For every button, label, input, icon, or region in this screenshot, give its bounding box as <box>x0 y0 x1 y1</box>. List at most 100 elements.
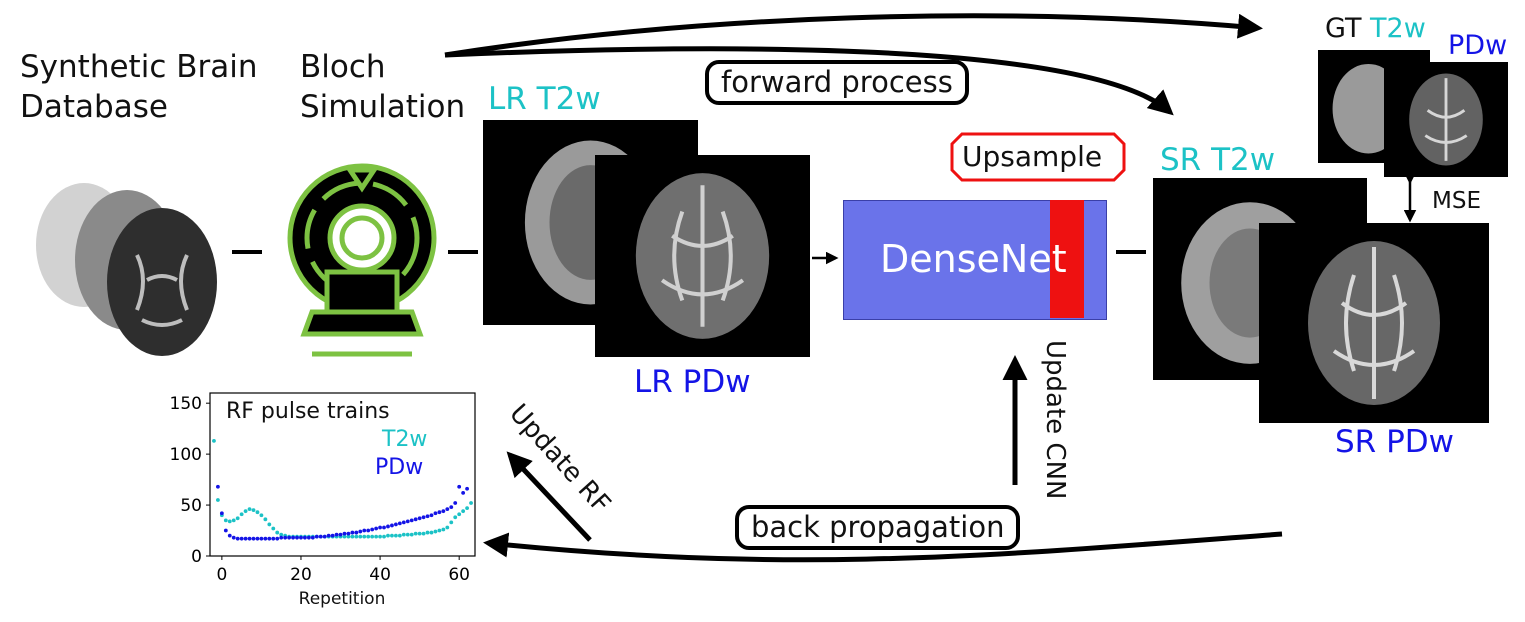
data-point-t2w <box>449 520 454 525</box>
data-point-pdw <box>326 533 331 538</box>
lr-pdw-image <box>595 155 810 357</box>
data-point-pdw <box>417 516 422 521</box>
data-point-t2w <box>251 508 256 513</box>
chart-frame <box>209 392 476 557</box>
data-point-pdw <box>267 536 272 541</box>
data-point-pdw <box>239 536 244 541</box>
data-point-pdw <box>433 511 438 516</box>
data-point-pdw <box>386 524 390 529</box>
data-point-t2w <box>429 530 434 535</box>
data-point-pdw <box>354 530 359 535</box>
upsample-octagon <box>950 132 1126 182</box>
data-point-pdw <box>425 514 430 519</box>
data-point-pdw <box>378 525 382 530</box>
database-label-line2: Database <box>20 89 168 125</box>
data-point-pdw <box>243 536 248 541</box>
data-point-t2w <box>437 528 442 533</box>
data-point-t2w <box>354 534 359 539</box>
data-point-t2w <box>441 527 446 532</box>
x-axis-label: Repetition <box>299 589 386 609</box>
forward-arrow-to-gt <box>444 13 1263 58</box>
data-point-pdw <box>461 490 466 495</box>
data-point-pdw <box>271 536 276 541</box>
backprop-arrow <box>483 531 1283 563</box>
data-point-pdw <box>366 528 371 533</box>
data-point-t2w <box>362 534 367 539</box>
upsample-label: Upsample <box>962 140 1103 173</box>
x-tick-label: 20 <box>290 565 312 585</box>
data-point-pdw <box>405 519 410 524</box>
data-point-pdw <box>299 535 303 540</box>
brain-stack-image <box>36 183 217 356</box>
data-point-pdw <box>350 530 355 535</box>
data-point-t2w <box>212 438 216 443</box>
data-point-t2w <box>397 533 402 538</box>
data-point-pdw <box>441 509 446 514</box>
data-point-t2w <box>457 512 462 517</box>
data-point-t2w <box>401 532 406 537</box>
data-point-t2w <box>405 532 410 537</box>
data-point-t2w <box>469 501 473 505</box>
data-point-pdw <box>287 535 292 540</box>
sr-pdw-image <box>1259 223 1489 423</box>
legend-pdw: PDw <box>375 455 423 480</box>
gt-pdw-label: PDw <box>1448 30 1508 61</box>
data-point-pdw <box>318 534 323 539</box>
data-point-pdw <box>338 532 343 537</box>
sr-pdw-label: SR PDw <box>1335 424 1454 460</box>
lr-pdw-label: LR PDw <box>634 364 751 400</box>
data-point-pdw <box>453 501 458 505</box>
data-point-t2w <box>271 526 276 531</box>
data-point-t2w <box>275 530 280 535</box>
simulation-label-line1: Bloch <box>300 49 386 85</box>
data-point-t2w <box>374 534 379 539</box>
data-point-pdw <box>223 528 228 533</box>
data-point-t2w <box>366 534 371 539</box>
data-point-t2w <box>465 506 469 511</box>
data-point-t2w <box>421 531 426 536</box>
gt-t2w-label: T2w <box>1370 13 1426 44</box>
data-point-t2w <box>461 509 466 514</box>
y-tick-label: 100 <box>170 445 202 465</box>
x-tick-label: 40 <box>369 565 391 585</box>
data-point-pdw <box>306 535 311 540</box>
data-point-pdw <box>314 534 319 539</box>
data-point-pdw <box>251 536 256 541</box>
data-point-pdw <box>401 520 406 525</box>
data-point-pdw <box>393 522 398 527</box>
data-point-t2w <box>378 534 382 539</box>
data-point-t2w <box>231 518 236 523</box>
data-point-t2w <box>239 512 244 517</box>
forward-process-label: forward process <box>705 60 969 106</box>
data-point-pdw <box>334 532 339 537</box>
data-point-pdw <box>247 536 252 541</box>
data-point-t2w <box>390 533 394 538</box>
data-point-t2w <box>393 533 398 538</box>
data-point-pdw <box>263 536 268 541</box>
legend-t2w: T2w <box>381 427 427 452</box>
data-point-t2w <box>382 534 386 539</box>
data-point-t2w <box>445 525 450 530</box>
data-point-t2w <box>267 522 272 527</box>
chart-title: RF pulse trains <box>226 399 390 424</box>
data-point-pdw <box>235 536 240 541</box>
back-propagation-label: back propagation <box>735 505 1021 551</box>
data-point-pdw <box>322 534 327 539</box>
data-point-pdw <box>449 505 454 509</box>
data-point-pdw <box>219 511 224 516</box>
data-point-t2w <box>255 510 260 515</box>
data-point-pdw <box>362 528 367 533</box>
data-point-t2w <box>409 532 414 537</box>
data-point-t2w <box>223 518 228 523</box>
data-point-t2w <box>453 515 458 520</box>
data-point-t2w <box>370 534 375 539</box>
data-point-t2w <box>259 513 264 518</box>
data-point-t2w <box>247 507 252 512</box>
data-point-pdw <box>413 517 418 522</box>
data-point-pdw <box>227 533 232 538</box>
simulation-label-line2: Simulation <box>300 89 466 125</box>
data-point-pdw <box>390 523 394 528</box>
data-point-pdw <box>216 484 220 489</box>
